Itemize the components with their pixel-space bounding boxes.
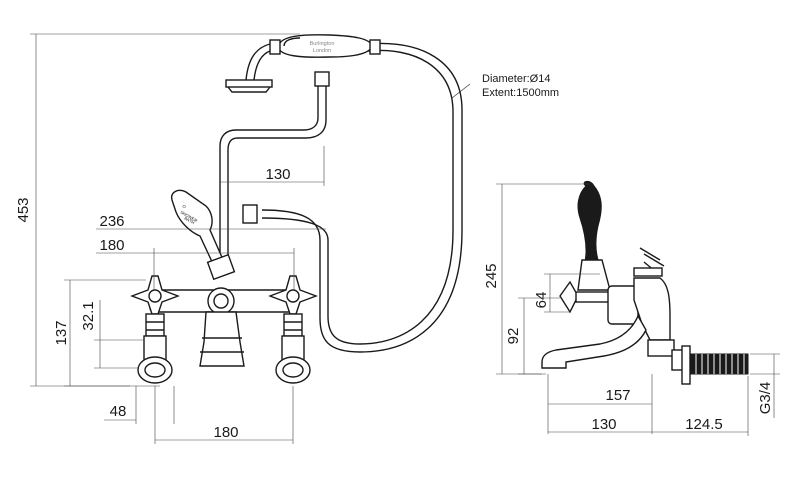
hand-shower: Burlington London <box>225 34 381 93</box>
dim-width-overall: 236 <box>99 213 124 230</box>
left-cross-handle <box>130 275 180 384</box>
cradle-riser <box>219 71 330 262</box>
dim-leg-width: 48 <box>110 403 127 420</box>
dim-side-spout-height: 92 <box>505 328 522 345</box>
mixer-body <box>149 287 293 367</box>
shower-hose <box>261 42 471 353</box>
dim-height-inlet: 32.1 <box>80 301 97 330</box>
dim-width-handles: 180 <box>99 237 124 254</box>
right-cross-handle <box>268 275 318 384</box>
dim-side-leg: 124.5 <box>685 416 723 433</box>
dim-side-handle-height: 64 <box>533 292 550 309</box>
dim-handset-offset: 130 <box>265 166 290 183</box>
dim-height-body: 137 <box>53 320 70 345</box>
handset-brand: Burlington <box>310 41 335 47</box>
hose-extent-text: Extent:1500mm <box>482 87 559 99</box>
diverter-label-o: O <box>182 204 188 210</box>
hose-diameter-text: Diameter:Ø14 <box>482 73 550 85</box>
dim-side-depth: 130 <box>591 416 616 433</box>
side-view: 245 64 92 157 130 124.5 G3/4 <box>483 180 780 436</box>
front-dimensions: 453 130 236 180 137 32.1 48 180 <box>15 33 326 444</box>
threaded-tail <box>689 353 749 375</box>
dim-thread: G3/4 <box>757 382 774 415</box>
handset-city: London <box>313 48 331 54</box>
dim-side-spout-length: 157 <box>605 387 630 404</box>
diverter-lever: O SHOWER BATH <box>171 189 236 281</box>
dim-total-height: 453 <box>15 197 32 222</box>
front-view: Burlington London O SHOWER BATH <box>15 33 559 444</box>
dim-side-height: 245 <box>483 263 500 288</box>
side-dimensions: 245 64 92 157 130 124.5 G3/4 <box>483 183 780 436</box>
diverter-label-bath: BATH <box>184 216 196 226</box>
dim-centers: 180 <box>213 424 238 441</box>
